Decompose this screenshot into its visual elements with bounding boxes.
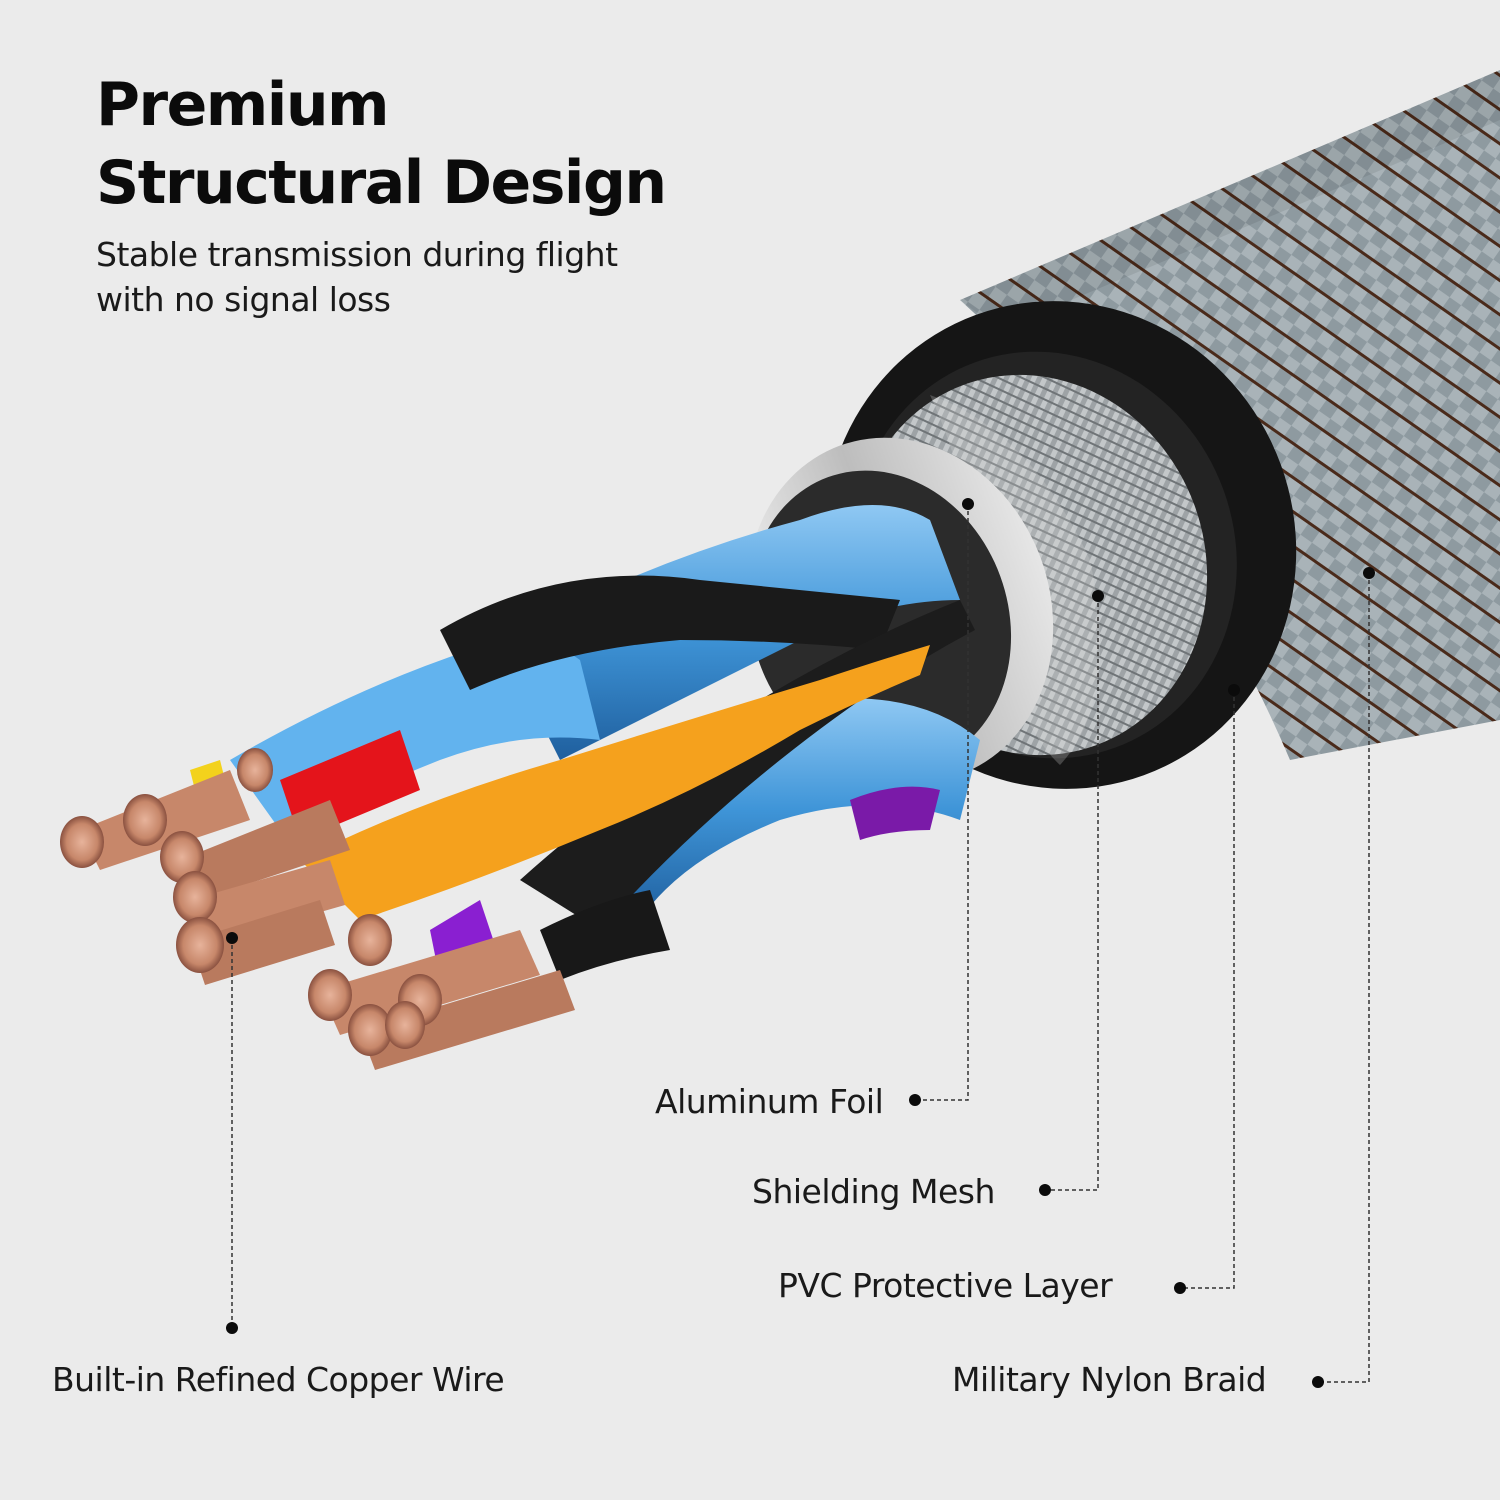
label-pvc-protective-layer: PVC Protective Layer [778,1266,1113,1305]
label-military-nylon-braid: Military Nylon Braid [952,1360,1267,1399]
label-aluminum-foil: Aluminum Foil [655,1082,884,1121]
callout-leaders [231,504,1370,1383]
subtitle-line-1: Stable transmission during flight [96,235,618,274]
inner-wires [190,505,980,980]
callout-dots [226,498,1375,1388]
page-title: Premium Structural Design [96,66,667,222]
label-shielding-mesh: Shielding Mesh [752,1172,995,1211]
copper-wire-ends [60,748,575,1070]
subtitle: Stable transmission during flight with n… [96,232,618,322]
subtitle-line-2: with no signal loss [96,280,391,319]
title-line-2: Structural Design [96,148,667,218]
label-copper-wire: Built-in Refined Copper Wire [52,1360,505,1399]
title-line-1: Premium [96,70,390,140]
